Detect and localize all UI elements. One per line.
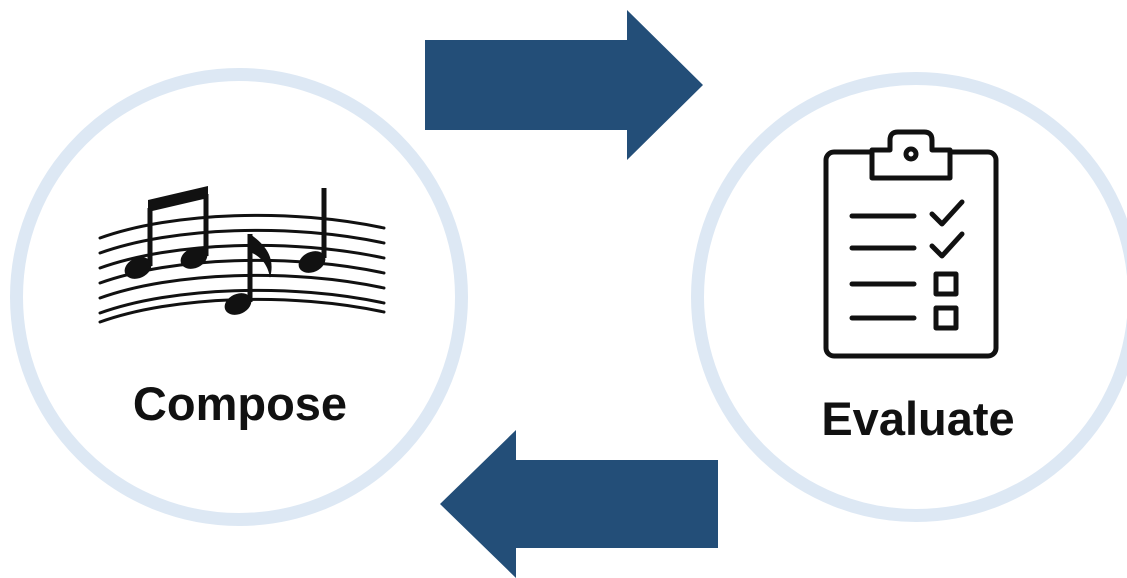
arrow-compose-to-evaluate xyxy=(425,10,703,160)
arrow-right-shape xyxy=(425,10,703,160)
compose-label: Compose xyxy=(132,377,348,430)
arrow-left-shape xyxy=(440,430,718,578)
clipboard-checklist-icon xyxy=(823,129,999,359)
arrow-evaluate-to-compose xyxy=(440,430,718,578)
music-notes-icon xyxy=(98,186,386,324)
evaluate-label: Evaluate xyxy=(821,392,1015,445)
